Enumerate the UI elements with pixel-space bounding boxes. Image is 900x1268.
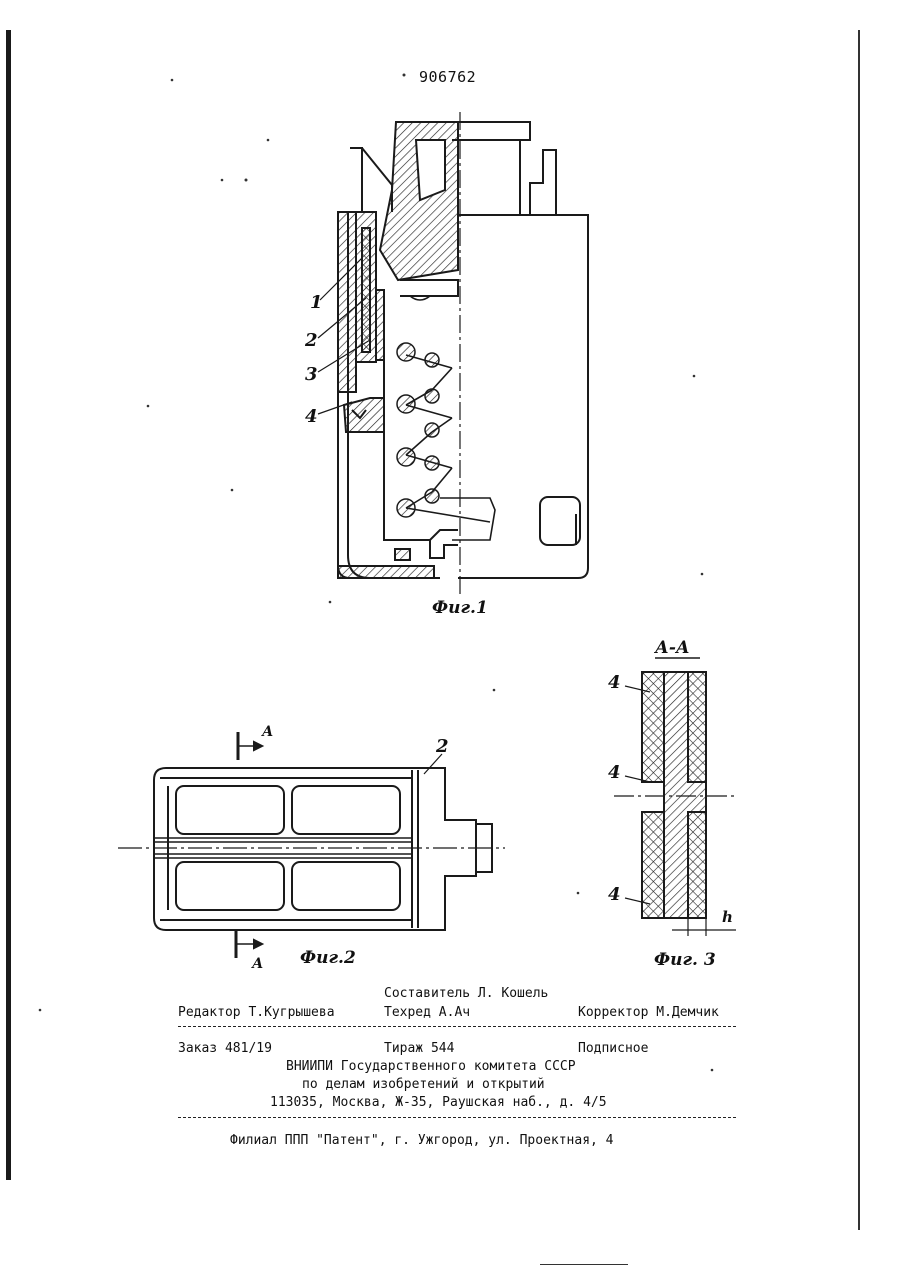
fig2-section-marker-top: А [262, 724, 273, 740]
imprint-circulation: Тираж 544 [384, 1041, 454, 1056]
imprint-subscription: Подписное [578, 1041, 648, 1056]
imprint-editor: Редактор Т.Кугрышева [178, 1005, 335, 1020]
figure-3 [614, 658, 736, 936]
imprint-divider-top [178, 1026, 736, 1027]
figure-2 [118, 732, 505, 958]
fig2-caption: Фиг.2 [300, 948, 356, 968]
figure-1 [318, 112, 588, 595]
fig3-dimension-h: h [722, 908, 733, 926]
fig1-callout-4: 4 [305, 406, 318, 427]
imprint-address: 113035, Москва, Ж-35, Раушская наб., д. … [270, 1095, 607, 1110]
fig3-section-title: А-А [655, 638, 690, 658]
fig1-callout-1: 1 [310, 292, 323, 313]
imprint-branch: Филиал ППП "Патент", г. Ужгород, ул. Про… [230, 1133, 614, 1148]
fig3-callout-bottom: 4 [608, 884, 621, 905]
imprint-org-line1: ВНИИПИ Государственного комитета СССР [286, 1059, 576, 1074]
fig2-section-marker-bottom: А [252, 956, 263, 972]
imprint-corrector: Корректор М.Демчик [578, 1005, 719, 1020]
fig1-callout-2: 2 [305, 330, 318, 351]
imprint-org-line2: по делам изобретений и открытий [302, 1077, 545, 1092]
bottom-rule [540, 1264, 628, 1265]
fig3-callout-top: 4 [608, 672, 621, 693]
imprint-divider-bottom [178, 1117, 736, 1118]
fig3-caption: Фиг. 3 [654, 950, 716, 970]
imprint-compiler: Составитель Л. Кошель [384, 986, 548, 1001]
fig2-part-label: 2 [436, 736, 449, 757]
imprint-order: Заказ 481/19 [178, 1041, 272, 1056]
fig1-caption: Фиг.1 [432, 598, 488, 618]
fig3-callout-middle: 4 [608, 762, 621, 783]
fig1-callout-3: 3 [305, 364, 318, 385]
imprint-techred: Техред А.Ач [384, 1005, 470, 1020]
